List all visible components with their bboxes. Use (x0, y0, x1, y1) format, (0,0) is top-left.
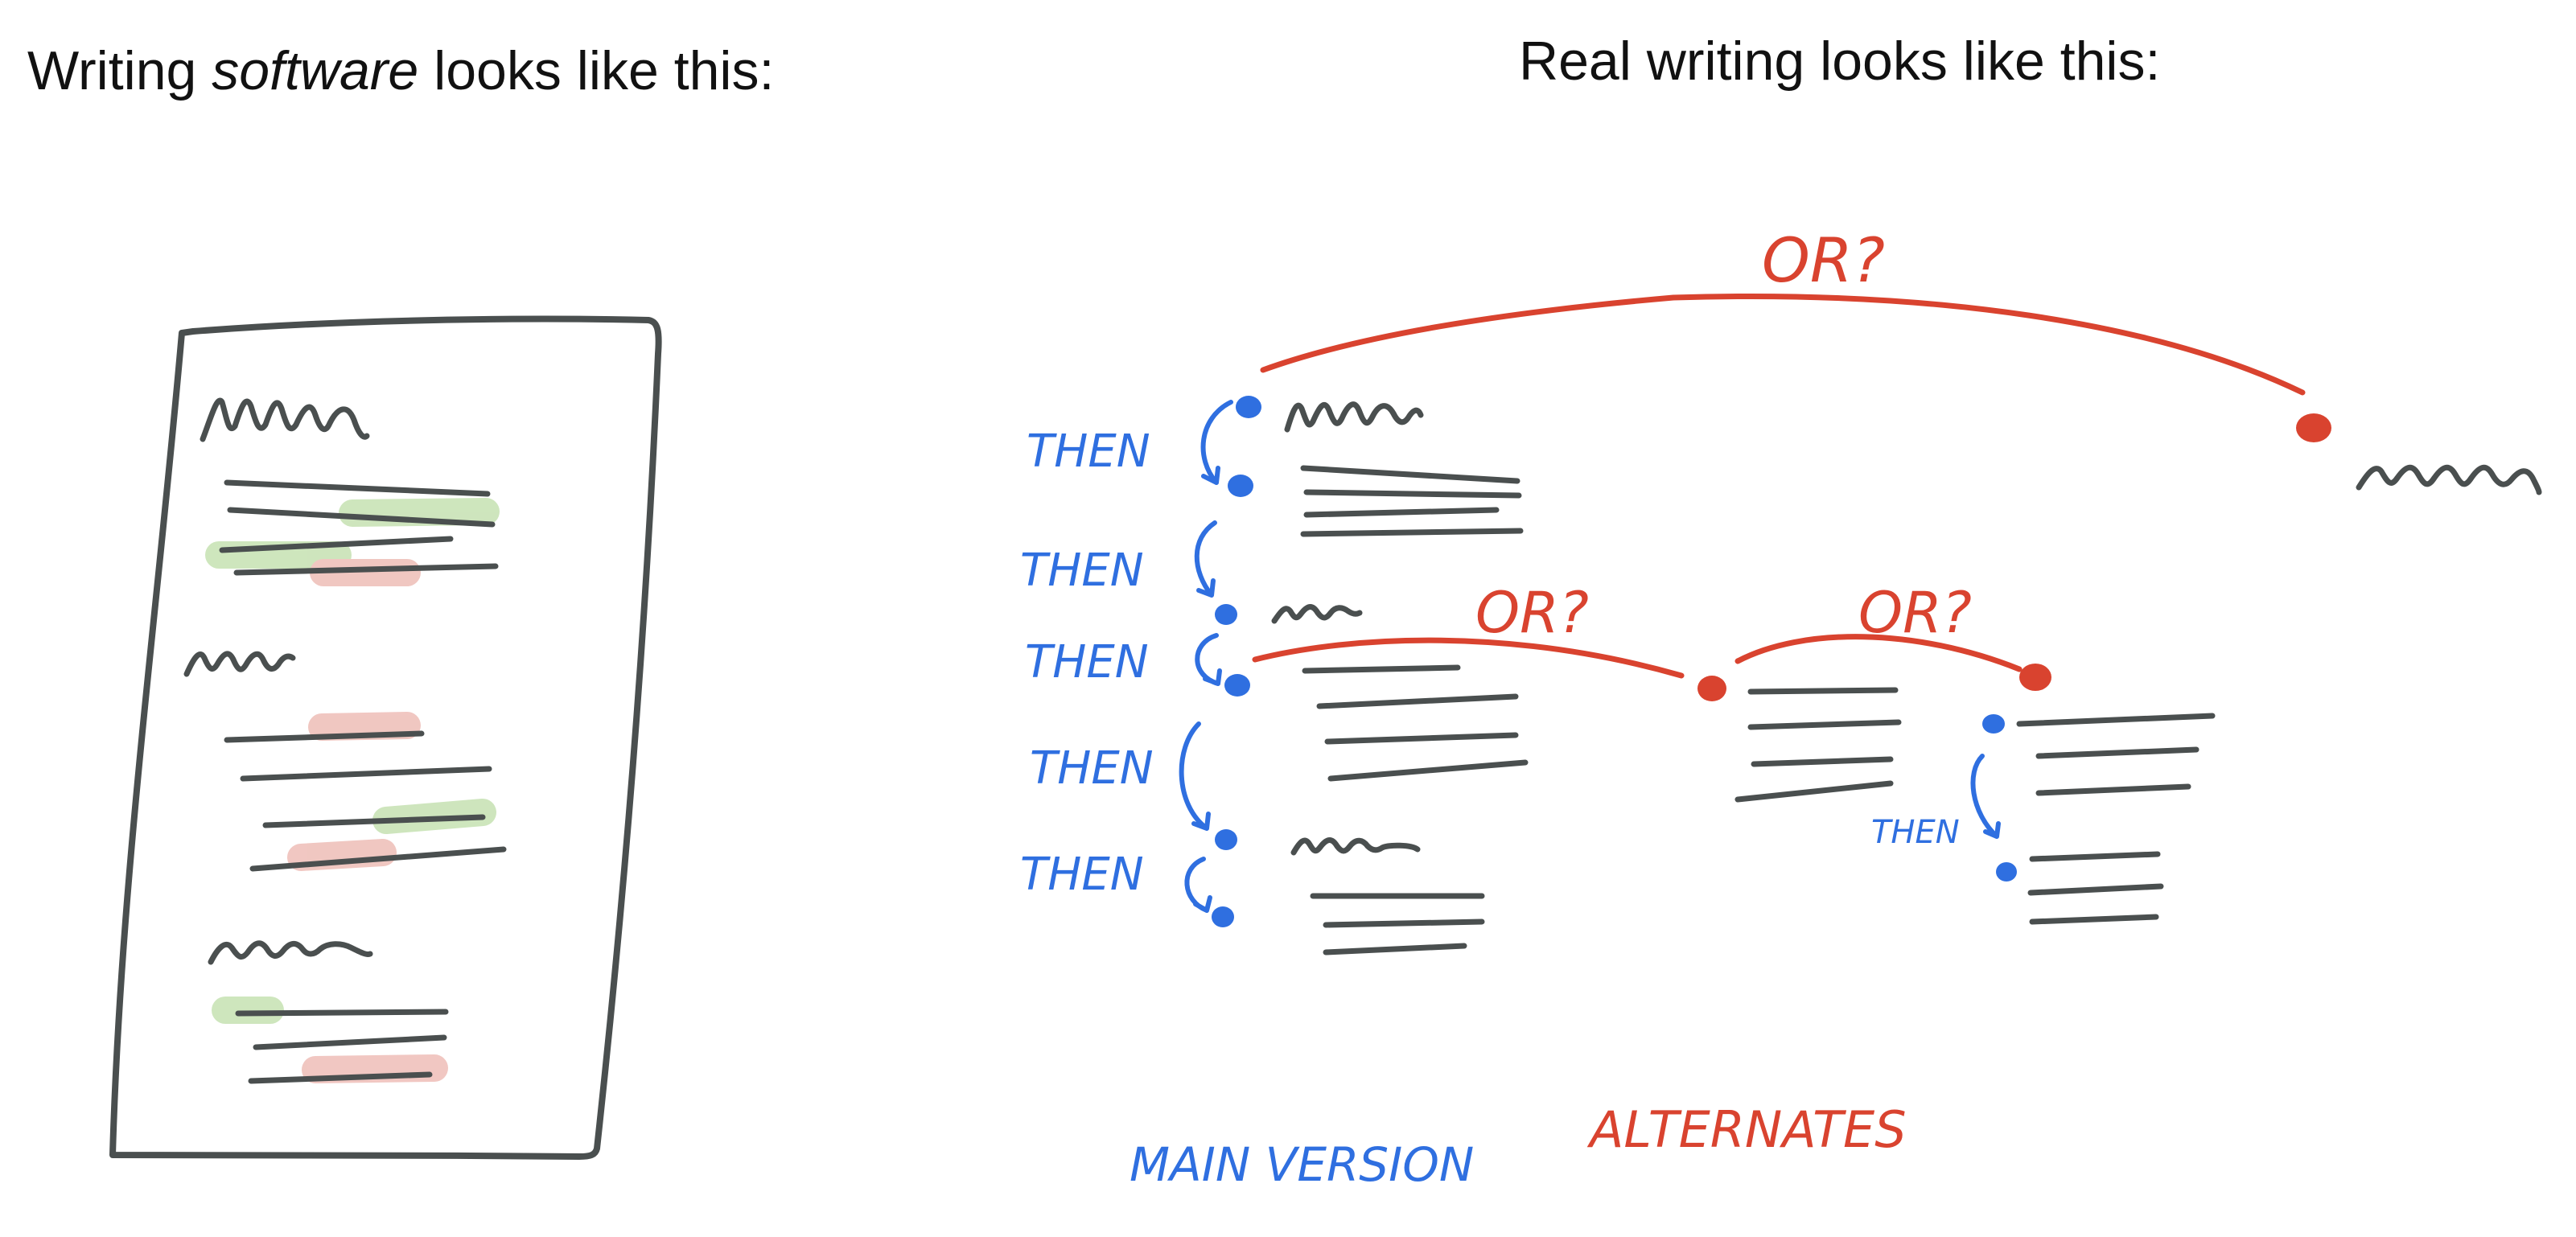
heading-squiggle (1271, 604, 1363, 624)
red-highlight (287, 839, 397, 871)
legend-main-version: MAIN VERSION (1130, 1137, 1474, 1192)
then-label: THEN (1020, 849, 1144, 901)
heading-squiggle (1284, 401, 1424, 433)
middle-or-arc (1252, 637, 1685, 679)
heading-squiggle (200, 397, 370, 442)
legend-alternates: ALTERNATES (1586, 1100, 1907, 1159)
red-highlight (302, 1054, 448, 1083)
or-labels: OR? OR? OR? (1475, 224, 1972, 646)
version-nodes (1212, 396, 2017, 927)
then-labels: THEN THEN THEN THEN THEN THEN (1020, 425, 1960, 901)
heading-squiggle (2356, 464, 2542, 495)
alternate-links (1252, 293, 2306, 679)
main-node (1228, 475, 1253, 497)
draft-text (1271, 401, 2542, 955)
software-document (109, 315, 662, 1160)
left-caption-prefix: Writing (27, 40, 212, 101)
writing-tree: THEN THEN THEN THEN THEN THEN OR? OR? OR… (1020, 224, 2542, 1192)
highlights (205, 498, 500, 1083)
green-highlight (339, 498, 500, 527)
alternate-child-node (1996, 862, 2017, 882)
alternate-child-node (1982, 714, 2005, 734)
or-label: OR? (1475, 580, 1589, 646)
heading-squiggle (183, 651, 296, 677)
alternate-node (1697, 676, 1726, 701)
left-caption: Writing software looks like this: (27, 43, 774, 98)
or-label: OR? (1858, 580, 1972, 646)
then-label: THEN (1871, 814, 1960, 851)
alternate-nodes (1697, 413, 2331, 701)
left-caption-emphasis: software (212, 40, 419, 101)
heading-squiggle (208, 940, 373, 965)
red-highlight (308, 712, 421, 741)
main-node (1215, 829, 1237, 850)
then-label: THEN (1025, 636, 1149, 688)
then-arrows (1179, 400, 2001, 913)
or-label: OR? (1762, 224, 1885, 296)
heading-squiggle (1290, 837, 1421, 856)
main-node (1236, 396, 1261, 418)
main-node (1224, 674, 1250, 697)
alternate-node (2019, 664, 2051, 691)
left-caption-suffix: looks like this: (418, 40, 775, 101)
main-node (1212, 906, 1234, 927)
then-label: THEN (1027, 425, 1150, 478)
main-node (1215, 604, 1237, 625)
document-outline (109, 315, 662, 1160)
right-caption: Real writing looks like this: (1519, 31, 2161, 92)
then-label: THEN (1030, 742, 1154, 795)
then-label: THEN (1020, 545, 1144, 597)
right-or-arc (1734, 634, 2023, 672)
alternate-node (2296, 413, 2331, 442)
document-text (183, 397, 507, 1084)
top-or-arc (1260, 293, 2306, 396)
